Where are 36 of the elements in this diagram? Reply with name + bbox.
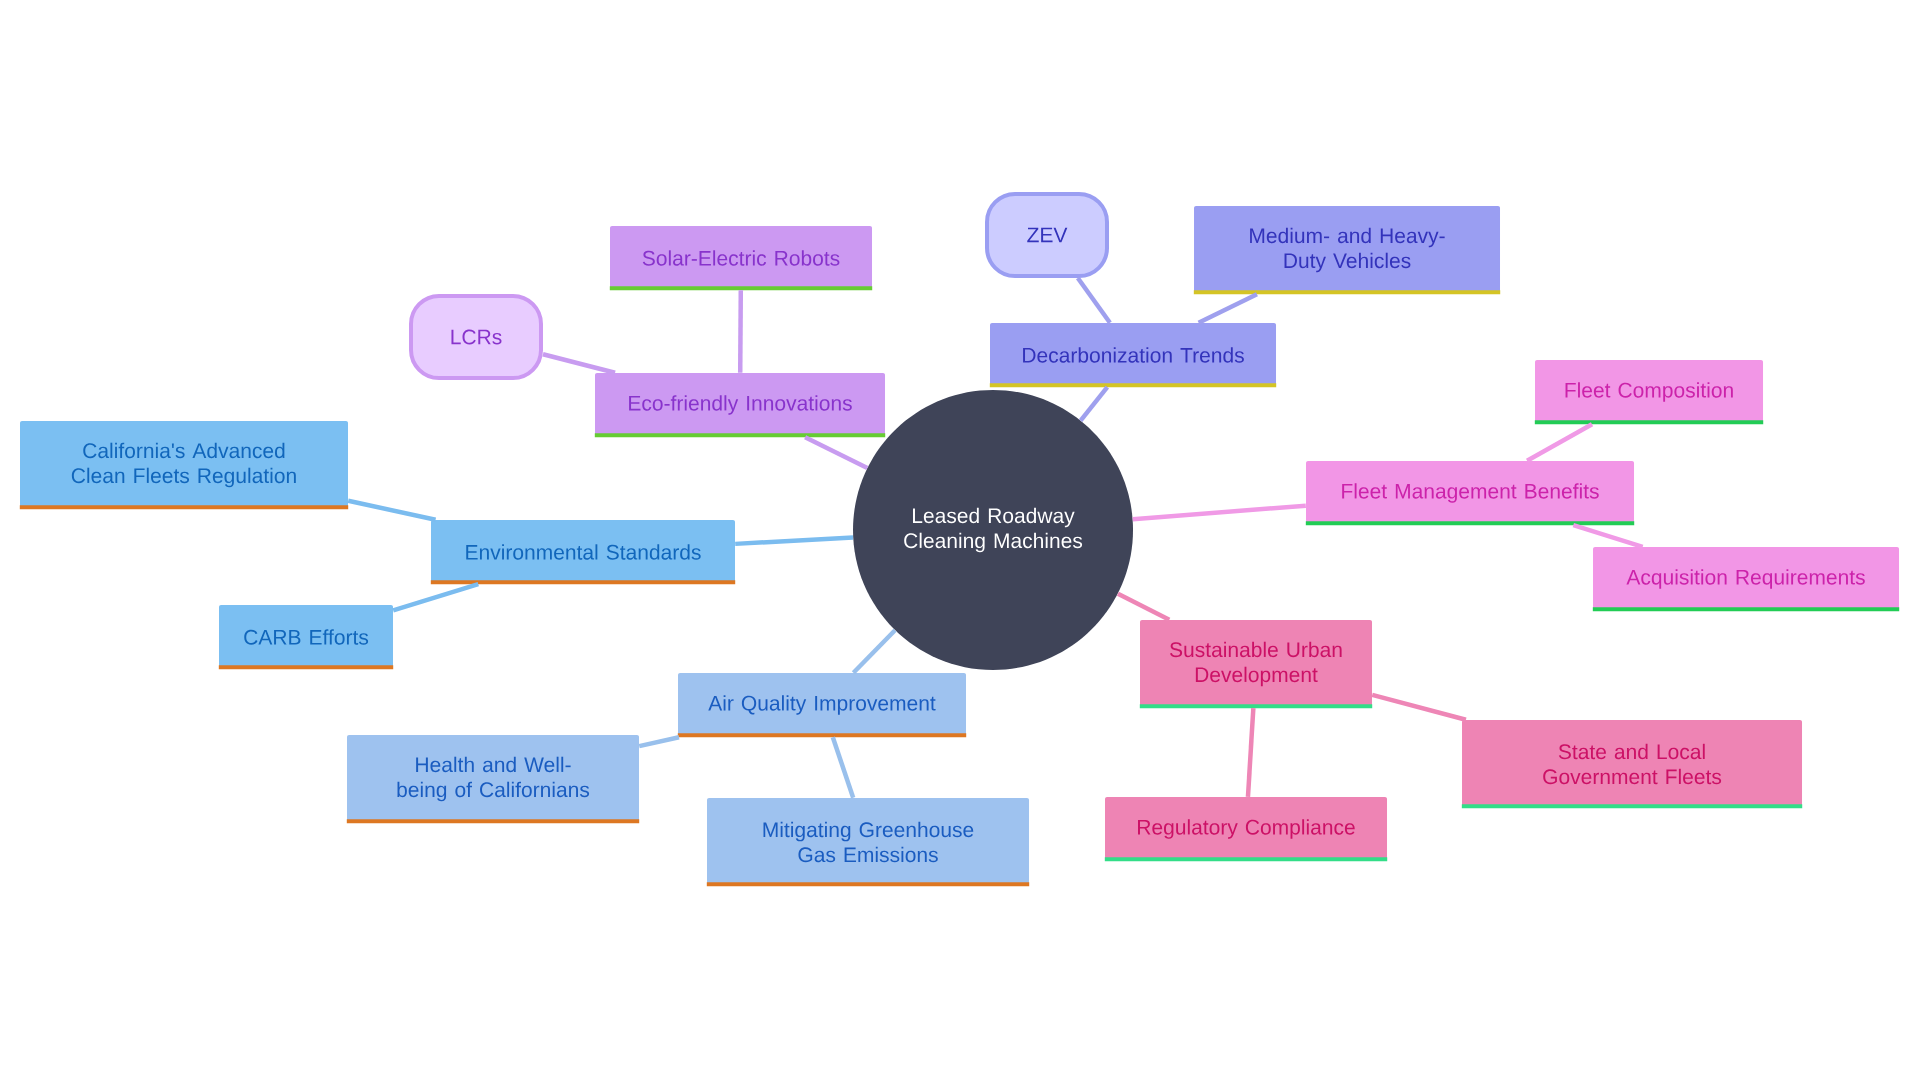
topic-box: Decarbonization Trends	[989, 323, 1277, 388]
topic-box: California's Advanced Clean Fleets Regulation	[19, 421, 349, 510]
connector-line	[804, 435, 869, 470]
connector-line	[1245, 708, 1256, 797]
topic-box: Regulatory Compliance	[1104, 797, 1388, 862]
connector-line	[1525, 422, 1594, 463]
rounded-pill: ZEV	[985, 192, 1109, 278]
topic-box: Fleet Management Benefits	[1305, 461, 1635, 526]
topic-box: Health and Well-being of Californians	[346, 735, 640, 824]
topic-box: Eco-friendly Innovations	[594, 373, 886, 438]
topic-box: Mitigating Greenhouse Gas Emissions	[706, 798, 1030, 887]
connector-line	[1078, 385, 1110, 422]
connector-line	[638, 735, 680, 749]
topic-box: Medium- and Heavy-Duty Vehicles	[1193, 206, 1501, 295]
connector-line	[1132, 503, 1306, 522]
topic-box: State and Local Government Fleets	[1461, 720, 1803, 809]
connector-line	[830, 736, 856, 799]
connector-line	[1572, 523, 1644, 549]
topic-box: Environmental Standards	[430, 520, 736, 585]
connector-line	[347, 498, 437, 522]
connector-line	[735, 535, 854, 547]
connector-line	[392, 582, 479, 613]
topic-box: Air Quality Improvement	[677, 673, 967, 738]
rounded-pill: LCRs	[409, 294, 543, 380]
connector-line	[851, 628, 897, 675]
connector-line	[738, 290, 744, 373]
connector-line	[1076, 276, 1112, 325]
topic-box: Sustainable Urban Development	[1139, 620, 1373, 709]
connector-line	[542, 352, 616, 375]
topic-box: Fleet Composition	[1534, 360, 1764, 425]
topic-box: Acquisition Requirements	[1592, 547, 1900, 612]
connector-line	[1197, 292, 1258, 325]
connector-line	[1371, 692, 1467, 722]
topic-box: Solar-Electric Robots	[609, 226, 873, 291]
connector-line	[1116, 591, 1171, 622]
topic-box: CARB Efforts	[218, 605, 394, 670]
